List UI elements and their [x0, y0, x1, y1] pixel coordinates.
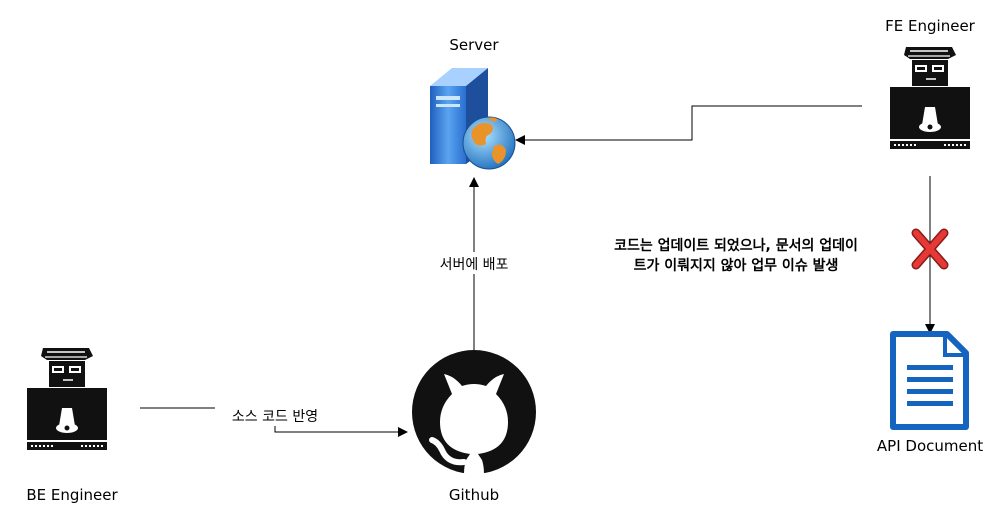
annotation-line-2: 트가 이뤄지지 않아 업무 이슈 발생	[634, 257, 839, 274]
be-engineer-icon	[26, 347, 108, 451]
github-octocat-icon	[412, 350, 536, 474]
api-document-label: API Document	[877, 437, 983, 455]
be-engineer-label: BE Engineer	[26, 486, 118, 504]
edge-label-github-to-server: 서버에 배포	[440, 257, 509, 273]
server-label: Server	[449, 36, 499, 54]
edge-label-be-to-github: 소스 코드 반영	[232, 409, 318, 425]
red-x-icon	[911, 228, 949, 270]
annotation-line-1: 코드는 업데이트 되었으나, 문서의 업데이	[614, 237, 858, 254]
fe-engineer-icon	[889, 46, 971, 150]
server-globe-icon	[430, 68, 516, 170]
edge-fe-to-server	[515, 105, 862, 145]
document-icon	[890, 331, 969, 430]
fe-engineer-label: FE Engineer	[885, 17, 976, 35]
github-label: Github	[449, 486, 499, 504]
